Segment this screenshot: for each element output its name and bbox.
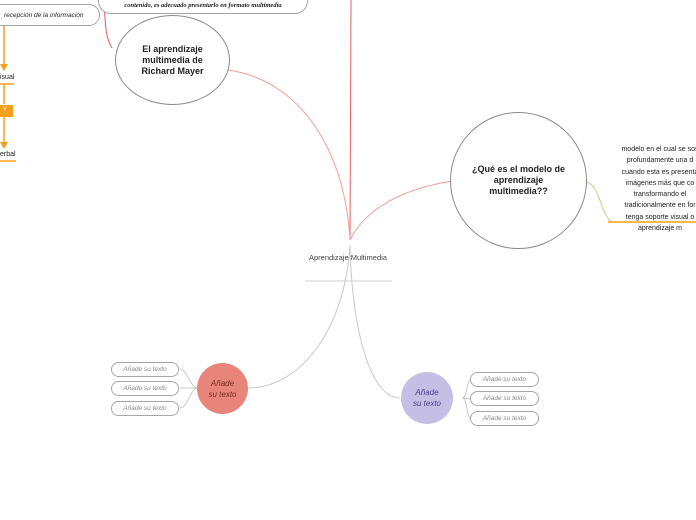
red-node-label-1: Añade <box>210 378 235 388</box>
description-text: modelo en el cual se sos profundamente u… <box>600 144 696 234</box>
branch-mayer-topbox <box>103 7 113 49</box>
description-line: cuando esta es presenta <box>621 168 696 176</box>
orange-connector-box <box>0 105 13 117</box>
visual-label: isual <box>0 74 15 81</box>
branch-mayer <box>227 69 351 241</box>
pill-text: Añade su texto <box>482 415 527 422</box>
left-info-box[interactable]: recepción de la información <box>0 4 100 26</box>
description-line: tradicionalmente en for <box>624 202 696 210</box>
mayer-node[interactable]: El aprendizaje multimedia de Richard May… <box>115 15 230 105</box>
purple-node-label-1: Añade <box>415 388 439 397</box>
purple-node-label-2: su texto <box>412 399 441 408</box>
description-line: transformando el <box>633 191 687 199</box>
branch-que-es <box>349 179 461 241</box>
pill-text: Añade su texto <box>123 405 167 412</box>
top-info-box[interactable]: contenido, es adecuado presentarlo en fo… <box>98 0 308 14</box>
red-node[interactable]: Añade su texto <box>197 363 248 414</box>
purple-node[interactable]: Añade su texto <box>401 372 453 424</box>
root-node-label: Aprendizaje Multimedia <box>309 253 387 262</box>
que-es-node[interactable]: ¿Qué es el modelo de aprendizaje multime… <box>450 112 587 249</box>
description-line: profundamente una d <box>626 157 694 165</box>
purple-node-pill-2[interactable]: Añade su texto <box>470 391 539 406</box>
description-line: aprendizaje m <box>638 225 682 233</box>
description-line: modelo en el cual se sos <box>621 146 696 153</box>
branch-purple-node <box>349 244 401 399</box>
left-info-text: recepción de la información <box>4 11 84 19</box>
branch-red-node <box>247 244 351 389</box>
red-node-pill-2[interactable]: Añade su texto <box>111 381 179 396</box>
verbal-label: erbal <box>0 151 16 158</box>
purple-node-pill-3[interactable]: Añade su texto <box>470 411 539 426</box>
pill-text: Añade su texto <box>123 366 167 373</box>
pill-text: Añade su texto <box>123 385 167 392</box>
branch-top <box>349 0 352 241</box>
pill-text: Añade su texto <box>482 376 527 383</box>
connector-label: Y <box>3 107 8 113</box>
root-node[interactable]: Aprendizaje Multimedia <box>309 253 389 263</box>
mayer-node-label: El aprendizaje multimedia de Richard May… <box>141 43 204 76</box>
pill-text: Añade su texto <box>482 395 527 402</box>
description-line: imágenes más que co <box>625 179 695 187</box>
top-info-text: contenido, es adecuado presentarlo en fo… <box>124 2 282 9</box>
red-node-pill-1[interactable]: Añade su texto <box>111 362 179 377</box>
purple-node-pill-1[interactable]: Añade su texto <box>470 372 539 387</box>
red-node-label-2: su texto <box>208 389 237 399</box>
que-es-node-label: ¿Qué es el modelo de aprendizaje multime… <box>471 164 566 196</box>
red-node-pill-3[interactable]: Añade su texto <box>111 401 179 416</box>
description-line: tenga soporte visual o <box>625 213 695 221</box>
